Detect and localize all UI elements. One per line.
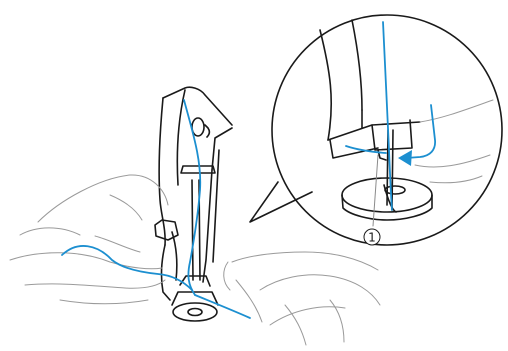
magnified-view: 1 bbox=[250, 15, 502, 245]
magnifier-circle bbox=[272, 15, 502, 245]
circled-number-icon: 1 bbox=[364, 229, 380, 245]
thread-left-tail bbox=[62, 246, 192, 290]
curved-arrow-icon bbox=[398, 105, 435, 166]
left-hand bbox=[10, 175, 168, 304]
threader-lever bbox=[203, 150, 219, 282]
callout-leader-line bbox=[373, 155, 378, 226]
callout-pointer bbox=[250, 182, 312, 222]
callout-number-label: 1 bbox=[368, 231, 376, 245]
right-hand bbox=[224, 252, 380, 345]
thread-right-tail bbox=[195, 295, 250, 318]
